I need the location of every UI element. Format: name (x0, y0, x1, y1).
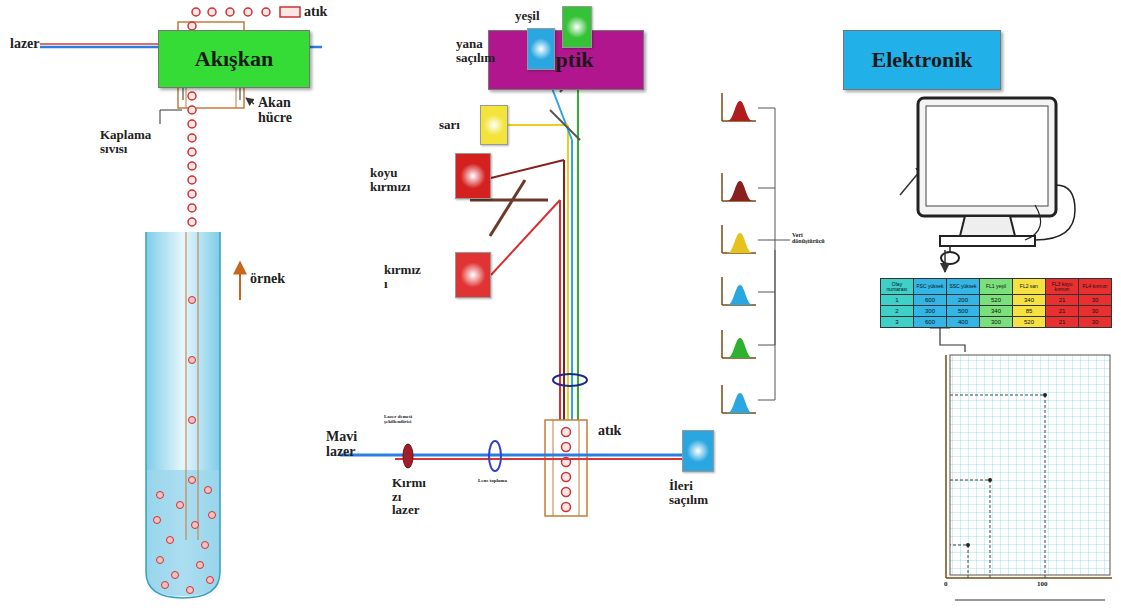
table-cell: 21 (1045, 316, 1079, 328)
table-cell: 600 (913, 316, 947, 328)
detector-box: İleri saçılım (682, 430, 714, 472)
table-header: FSC yüksek (913, 278, 947, 295)
laser-label: Mavi lazer (326, 430, 376, 459)
detector-label: sarı (439, 118, 460, 132)
lens-label: Lens toplama (478, 478, 514, 483)
flow-cell-label: Akan hücre (258, 96, 318, 125)
waste-label: atık (598, 424, 621, 439)
detector-box: kırmız ı (455, 252, 491, 298)
detector-label: yeşil (515, 9, 540, 23)
axis-tick: 100 (1037, 581, 1048, 588)
table-cell: 3 (880, 316, 914, 328)
table-header: FL4 kırmızı (1078, 278, 1112, 295)
data-converter-label: Veri dönüştürücü (792, 232, 834, 245)
table-cell: 300 (979, 316, 1013, 328)
detector-label: koyu kırmızı (370, 166, 420, 193)
laser-label: Kırmı zı lazer (392, 476, 428, 517)
beam-shaper-label: Lazer demeti şekillendirici (384, 414, 428, 425)
table-cell: 30 (1078, 316, 1112, 328)
detector-label: İleri saçılım (669, 479, 729, 506)
laser-label: lazer (10, 37, 40, 52)
sheath-fluid-label: Kaplama sıvısı (100, 128, 162, 155)
table-header: SSC yüksek (946, 278, 980, 295)
waste-label: atık (304, 5, 327, 20)
table-header: FL3 koyu kırmızı (1045, 278, 1079, 295)
detector-box: koyu kırmızı (455, 153, 491, 199)
section-header: Akışkan (158, 30, 310, 88)
section-header: Elektronik (843, 30, 1001, 90)
sample-label: örnek (250, 272, 285, 287)
detector-label: yana saçılım (456, 37, 498, 64)
table-cell: 400 (946, 316, 980, 328)
detector-box: yeşil (562, 6, 592, 48)
section-title: Elektronik (871, 47, 972, 73)
axis-tick: 0 (944, 581, 948, 588)
detector-box: sarı (480, 105, 508, 145)
table-cell: 520 (1012, 316, 1046, 328)
table-header: FL2 sarı (1012, 278, 1046, 295)
table-header: Olay numarası (880, 278, 914, 295)
section-title: Akışkan (195, 46, 273, 72)
table-header: FL1 yeşil (979, 278, 1013, 295)
detector-box: yana saçılım (527, 28, 555, 70)
detector-label: kırmız ı (384, 263, 426, 290)
